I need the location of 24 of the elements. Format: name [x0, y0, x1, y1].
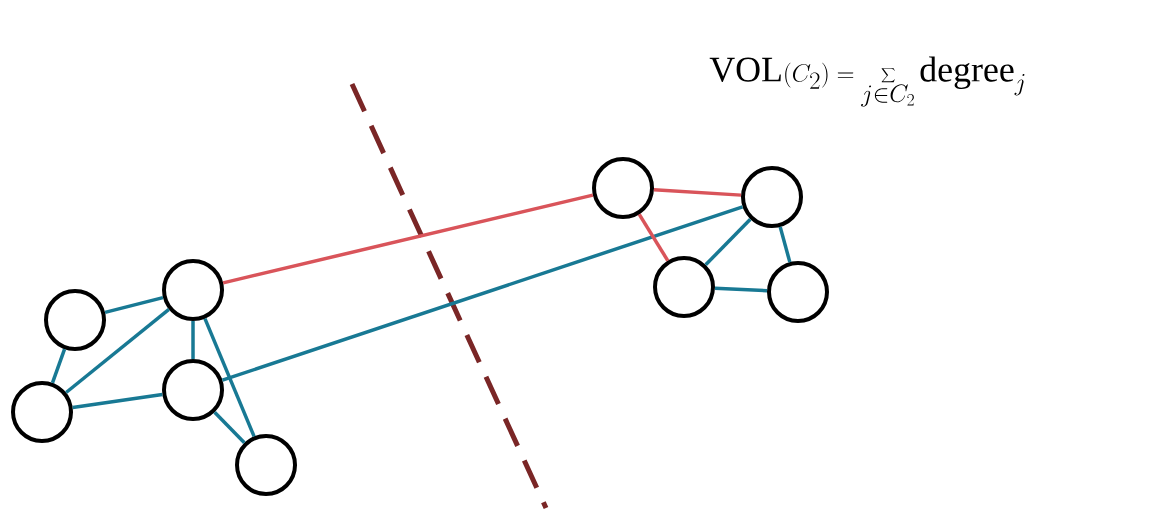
edge-line — [221, 205, 744, 382]
edge-line — [203, 317, 256, 438]
edge-line — [50, 348, 67, 384]
edge-line — [104, 295, 164, 315]
edge-line — [778, 226, 792, 263]
edge-line — [191, 321, 195, 359]
circle-node — [741, 166, 803, 228]
edge-line — [637, 213, 670, 262]
circle-node — [44, 289, 106, 351]
edge-line — [213, 411, 246, 444]
circle-node — [592, 157, 654, 219]
circle-node — [162, 359, 224, 421]
circle-node — [162, 259, 224, 321]
edge-line — [653, 188, 742, 197]
formula: $\mathrm{VOL}(C_2) = \sum_{j \in C_2} \mathrm{degree}_j$ — [709, 56, 1025, 107]
edge-line — [72, 392, 163, 410]
edge-line — [65, 308, 170, 394]
edge-line — [222, 193, 594, 285]
edge-line — [704, 217, 752, 267]
circle-node — [767, 261, 829, 323]
circle-node — [235, 434, 297, 496]
edge-line — [714, 286, 768, 293]
circle-node — [11, 381, 73, 443]
circle-node — [653, 256, 715, 318]
